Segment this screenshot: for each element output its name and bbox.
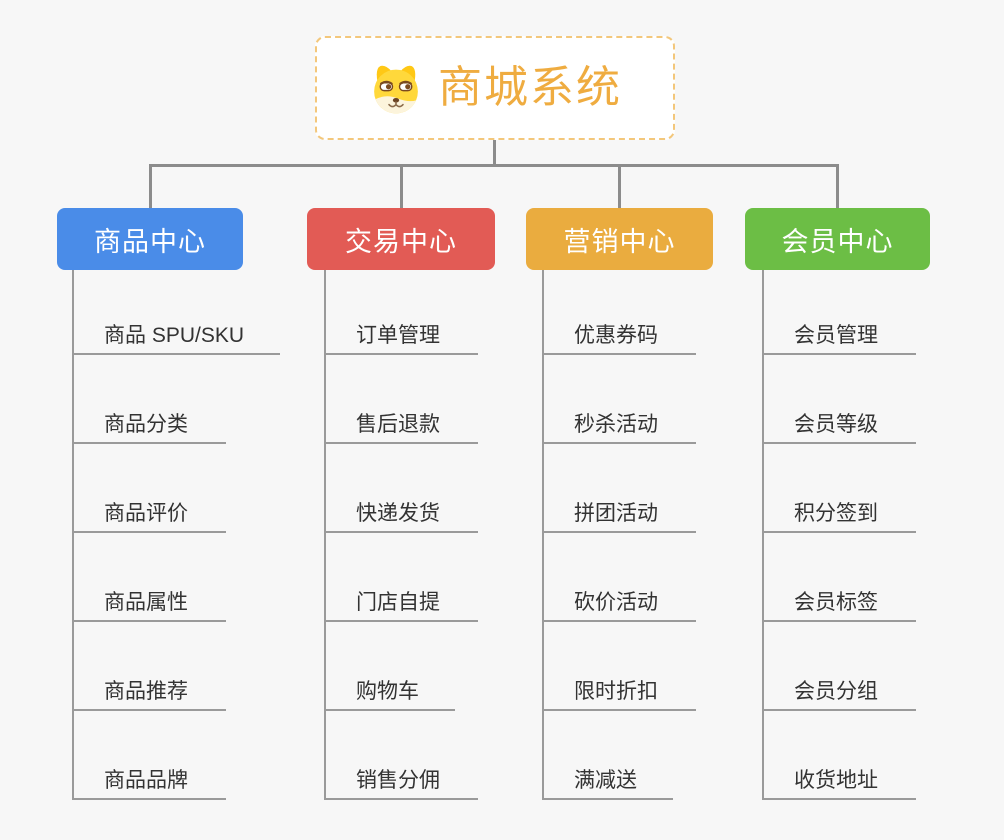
leaf-node[interactable]: 商品属性 xyxy=(74,580,226,622)
leaf-node[interactable]: 商品品牌 xyxy=(74,758,226,800)
leaf-node[interactable]: 商品评价 xyxy=(74,491,226,533)
leaf-node[interactable]: 售后退款 xyxy=(326,402,478,444)
branch-items-trade-center: 订单管理 售后退款 快递发货 门店自提 购物车 销售分佣 xyxy=(324,270,556,800)
branch-node-marketing-center[interactable]: 营销中心 xyxy=(526,208,713,270)
leaf-node[interactable]: 砍价活动 xyxy=(544,580,696,622)
leaf-node[interactable]: 订单管理 xyxy=(326,313,478,355)
root-node[interactable]: 商城系统 xyxy=(315,36,675,140)
leaf-node[interactable]: 优惠券码 xyxy=(544,313,696,355)
leaf-node[interactable]: 拼团活动 xyxy=(544,491,696,533)
leaf-node[interactable]: 会员等级 xyxy=(764,402,916,444)
leaf-node[interactable]: 秒杀活动 xyxy=(544,402,696,444)
connector-drop-trade xyxy=(400,164,403,210)
leaf-node[interactable]: 快递发货 xyxy=(326,491,478,533)
branch-node-member-center[interactable]: 会员中心 xyxy=(745,208,930,270)
connector-drop-product xyxy=(149,164,152,210)
leaf-node[interactable]: 销售分佣 xyxy=(326,758,478,800)
branch-node-product-center[interactable]: 商品中心 xyxy=(57,208,243,270)
leaf-node[interactable]: 积分签到 xyxy=(764,491,916,533)
leaf-node[interactable]: 会员标签 xyxy=(764,580,916,622)
branch-node-trade-center[interactable]: 交易中心 xyxy=(307,208,495,270)
dog-face-icon xyxy=(374,65,418,114)
leaf-node[interactable]: 商品 SPU/SKU xyxy=(74,313,280,355)
branch-items-member-center: 会员管理 会员等级 积分签到 会员标签 会员分组 收货地址 xyxy=(762,270,994,800)
root-title: 商城系统 xyxy=(438,63,622,112)
branch-items-product-center: 商品 SPU/SKU 商品分类 商品评价 商品属性 商品推荐 商品品牌 xyxy=(72,270,304,800)
connector-root-stub xyxy=(493,140,496,166)
leaf-node[interactable]: 满减送 xyxy=(544,758,673,800)
leaf-node[interactable]: 商品分类 xyxy=(74,402,226,444)
connector-drop-marketing xyxy=(618,164,621,210)
leaf-node[interactable]: 限时折扣 xyxy=(544,669,696,711)
leaf-node[interactable]: 商品推荐 xyxy=(74,669,226,711)
connector-drop-member xyxy=(836,164,839,210)
connector-horizontal-bus xyxy=(149,164,839,167)
leaf-node[interactable]: 会员分组 xyxy=(764,669,916,711)
branch-items-marketing-center: 优惠券码 秒杀活动 拼团活动 砍价活动 限时折扣 满减送 xyxy=(542,270,774,800)
leaf-node[interactable]: 收货地址 xyxy=(764,758,916,800)
leaf-node[interactable]: 会员管理 xyxy=(764,313,916,355)
leaf-node[interactable]: 门店自提 xyxy=(326,580,478,622)
leaf-node[interactable]: 购物车 xyxy=(326,669,455,711)
